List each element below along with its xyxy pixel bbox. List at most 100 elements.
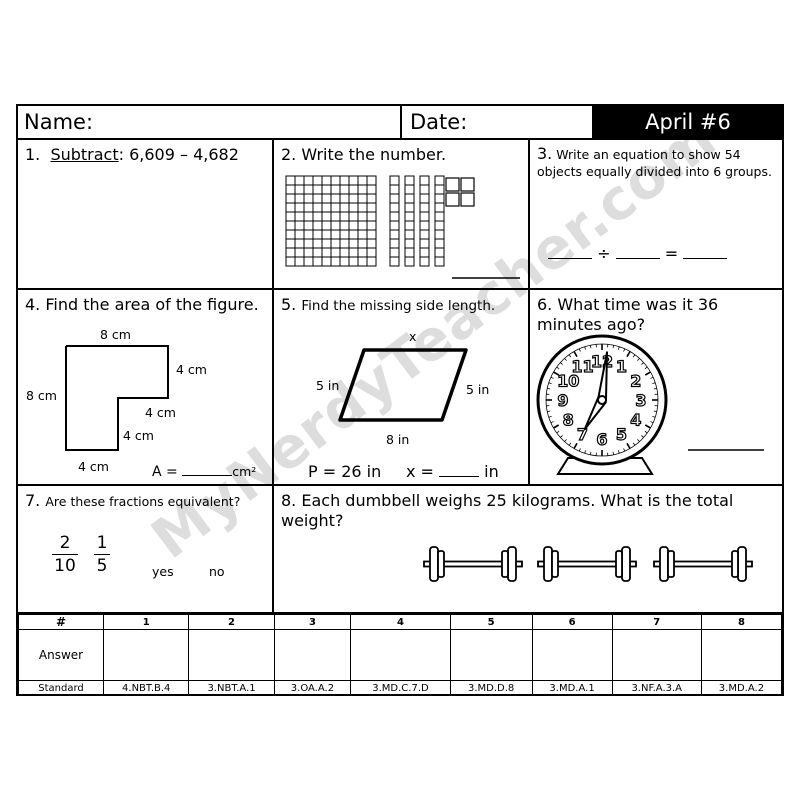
q5-left-label: 5 in: [316, 378, 340, 393]
col-header-6: 6: [531, 614, 613, 630]
one-cube: [445, 177, 460, 192]
dumbbell-2: [537, 546, 637, 582]
one-cubes: [445, 177, 475, 207]
q4-answer: A = cm²: [152, 464, 257, 480]
clock-number: 4: [630, 411, 641, 430]
clock-number: 9: [557, 391, 568, 410]
clock-hands: [583, 351, 609, 431]
clock-number: 12: [591, 352, 613, 371]
clock-ticks: [546, 344, 658, 456]
date-field[interactable]: Date:: [402, 106, 594, 140]
q2-prompt: 2. Write the number.: [281, 145, 447, 164]
q4-inner-v-label: 4 cm: [123, 428, 154, 443]
no-option[interactable]: no: [209, 564, 225, 579]
question-5: 5. Find the missing side length. x 5 in …: [274, 290, 530, 486]
col-header-5: 5: [449, 614, 533, 630]
col-header-3: 3: [273, 614, 352, 630]
answer-cell-8[interactable]: [700, 629, 783, 681]
fraction-2: 1 5: [94, 532, 110, 577]
fraction-1: 2 10: [52, 532, 78, 577]
standard-cell-1: 4.NBT.B.4: [102, 680, 190, 696]
worksheet: Name: Date: April #6 1. Subtract: 6,609 …: [16, 104, 784, 696]
yes-option[interactable]: yes: [152, 564, 174, 579]
ten-rod: [389, 175, 400, 267]
q5-top-label: x: [409, 329, 417, 344]
q6-prompt: 6. What time was it 36 minutes ago?: [537, 295, 719, 334]
q4-top-label: 8 cm: [100, 327, 131, 342]
q1-verb: Subtract: [50, 145, 119, 164]
answer-cell-2[interactable]: [188, 629, 275, 681]
ten-rod: [419, 175, 430, 267]
q7-prompt: 7. Are these fractions equivalent?: [25, 491, 241, 510]
q5-bottom-label: 8 in: [386, 432, 410, 447]
question-7: 7. Are these fractions equivalent? 2 10 …: [18, 486, 274, 614]
one-cube: [445, 192, 460, 207]
answer-cell-7[interactable]: [611, 629, 702, 681]
one-cube: [460, 177, 475, 192]
standard-row-label: Standard: [18, 680, 104, 696]
q1-prompt: 1. Subtract: 6,609 – 4,682: [25, 145, 239, 164]
base-ten-blocks: [285, 175, 520, 279]
worksheet-tag: April #6: [592, 106, 784, 140]
q8-prompt: 8. Each dumbbell weighs 25 kilograms. Wh…: [281, 491, 734, 530]
clock-center: [597, 395, 607, 405]
answer-cell-6[interactable]: [531, 629, 613, 681]
q3-prompt: 3. Write an equation to show 54 objects …: [537, 144, 772, 179]
ten-rod: [434, 175, 445, 267]
question-3: 3. Write an equation to show 54 objects …: [530, 140, 782, 290]
dumbbells: [423, 546, 753, 582]
q5-right-label: 5 in: [466, 382, 490, 397]
dumbbell-1: [423, 546, 523, 582]
clock-number: 1: [616, 357, 627, 376]
standard-cell-4: 3.MD.C.7.D: [350, 680, 451, 696]
answer-cell-1[interactable]: [102, 629, 190, 681]
q4-right-label: 4 cm: [176, 362, 207, 377]
q5-answer: x = in: [406, 462, 499, 481]
answer-row: Answer: [18, 629, 783, 681]
hash-header: #: [18, 614, 104, 630]
q4-prompt: 4. Find the area of the figure.: [25, 295, 259, 314]
clock-number: 6: [596, 430, 607, 449]
col-header-7: 7: [611, 614, 702, 630]
q4-left-label: 8 cm: [26, 388, 57, 403]
q5-prompt: 5. Find the missing side length.: [281, 295, 496, 314]
date-label: Date:: [410, 110, 468, 134]
name-field[interactable]: Name:: [18, 106, 402, 140]
col-header-8: 8: [700, 614, 783, 630]
question-4: 4. Find the area of the figure. 8 cm 4 c…: [18, 290, 274, 486]
standard-cell-3: 3.OA.A.2: [273, 680, 352, 696]
question-8: 8. Each dumbbell weighs 25 kilograms. Wh…: [274, 486, 782, 614]
standard-cell-6: 3.MD.A.1: [531, 680, 613, 696]
standard-cell-7: 3.NF.A.3.A: [611, 680, 702, 696]
q4-bottom-label: 4 cm: [78, 459, 109, 474]
name-label: Name:: [24, 110, 94, 134]
clock-number: 10: [557, 372, 579, 391]
q3-equation: ÷ =: [548, 244, 728, 263]
clock-number: 3: [635, 391, 646, 410]
q4-inner-h-label: 4 cm: [145, 405, 176, 420]
col-header-2: 2: [188, 614, 275, 630]
one-cube: [460, 192, 475, 207]
clock-number: 11: [571, 357, 593, 376]
standard-cell-2: 3.NBT.A.1: [188, 680, 275, 696]
ten-rods: [389, 175, 445, 267]
ten-rod: [404, 175, 415, 267]
clock-number: 2: [630, 372, 641, 391]
dumbbell-3: [653, 546, 753, 582]
l-shape-figure: [65, 345, 169, 451]
question-2: 2. Write the number.: [274, 140, 530, 290]
answer-row-label: Answer: [18, 629, 104, 681]
question-1: 1. Subtract: 6,609 – 4,682: [18, 140, 274, 290]
answer-cell-5[interactable]: [449, 629, 533, 681]
clock-number: 5: [616, 425, 627, 444]
col-header-4: 4: [350, 614, 451, 630]
standard-cell-5: 3.MD.D.8: [449, 680, 533, 696]
hundred-flat: [285, 175, 377, 267]
answer-cell-4[interactable]: [350, 629, 451, 681]
answer-cell-3[interactable]: [273, 629, 352, 681]
